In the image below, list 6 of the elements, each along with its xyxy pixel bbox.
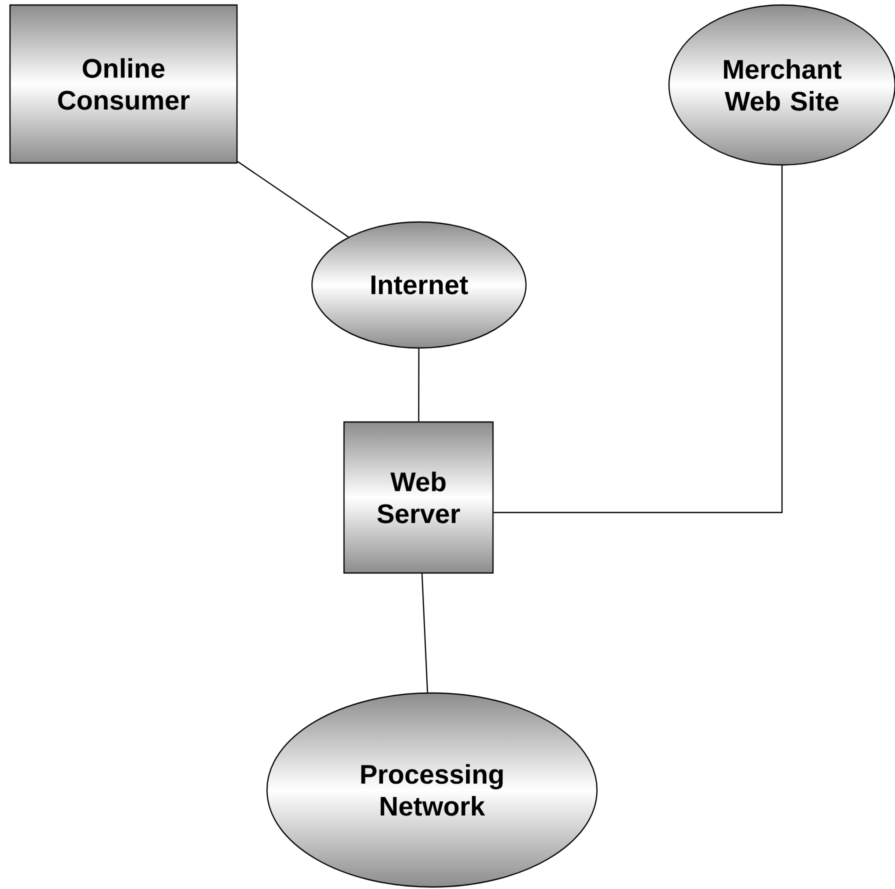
process-box: Online Consumer (9, 4, 238, 164)
connector-line (494, 166, 783, 514)
connector-line (421, 574, 428, 692)
process-box: Web Server (343, 421, 494, 574)
connector-line (418, 348, 420, 422)
connector-line (237, 161, 349, 238)
